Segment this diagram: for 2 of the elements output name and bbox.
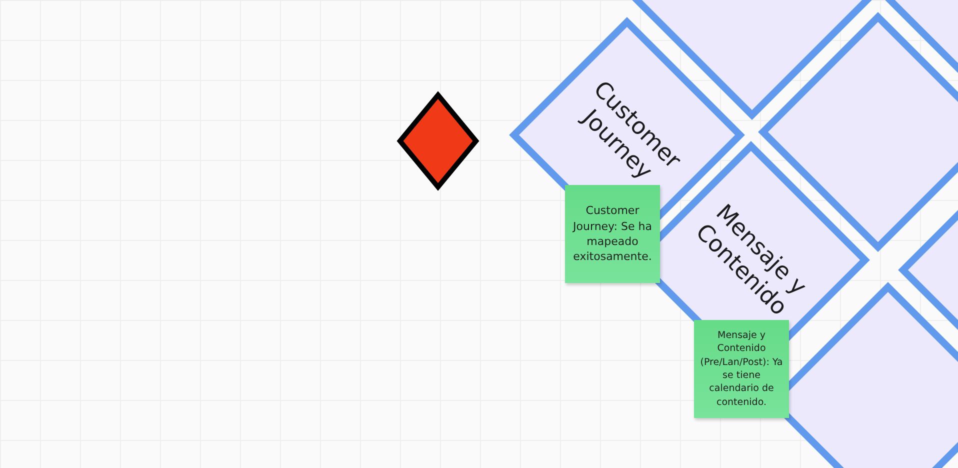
sticky-note: Customer Journey: Se ha mapeado exitosamente. xyxy=(565,185,660,283)
sticky-note: Mensaje y Contenido (Pre/Lan/Post): Ya se tiene calendario de contenido. xyxy=(694,320,789,418)
